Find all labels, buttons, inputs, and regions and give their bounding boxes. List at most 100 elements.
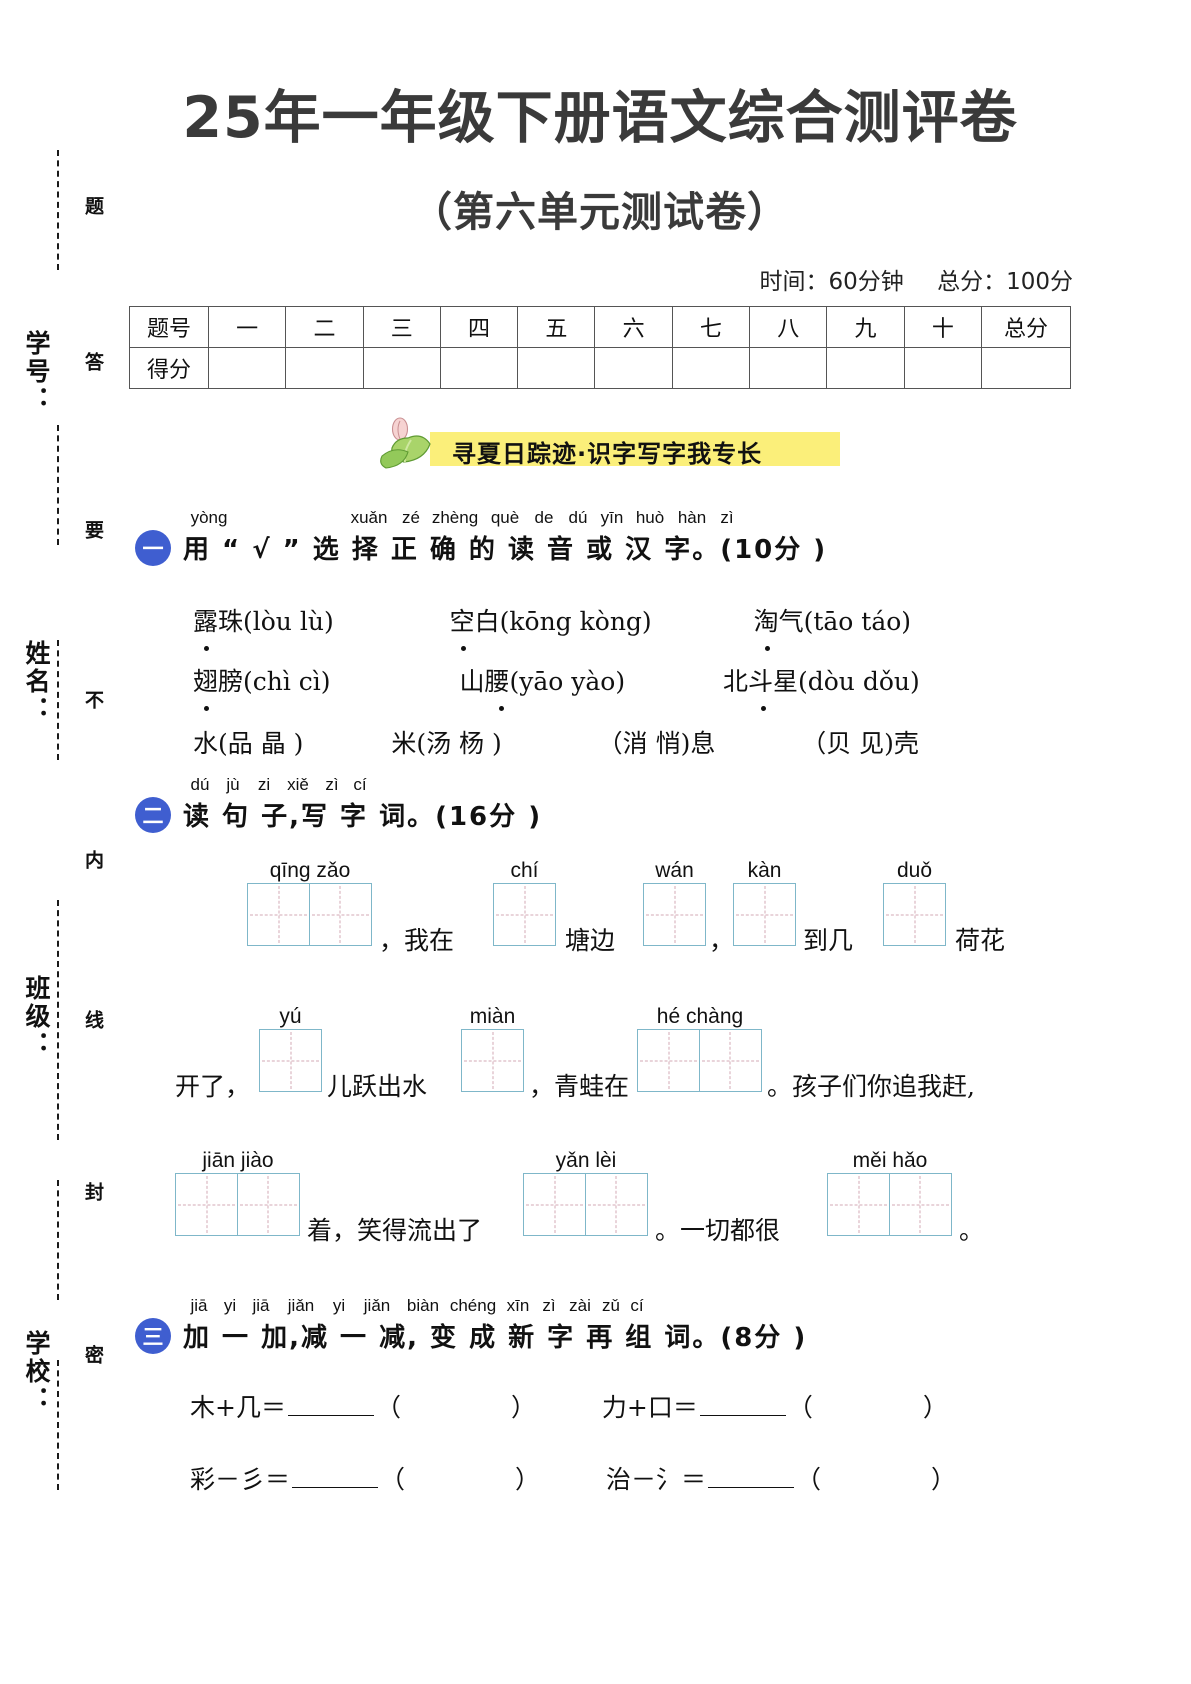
q3-item-2-paren-open: （ [787, 1393, 813, 1422]
q2-l1-boxes-5[interactable] [883, 883, 946, 946]
q2-l1-text-3: ， [709, 926, 735, 955]
margin-label-school: 学校： [22, 1330, 51, 1414]
question-1-row-1: 露珠(lòu lù) 空白(kōng kòng) 淘气(tāo táo) [193, 602, 911, 651]
emphasis-dot [499, 706, 505, 711]
q1-item-9[interactable]: （消 悄)息 [597, 729, 716, 758]
tianzige-cell[interactable] [698, 1029, 762, 1092]
q1-item-3[interactable]: 淘气(tāo táo) [754, 602, 911, 651]
margin-dash-5 [57, 1180, 59, 1300]
q2-l2-text-2: 儿跃出水 [327, 1072, 428, 1101]
question-3-row-1: 木+几＝（） 力+口＝（） [190, 1388, 948, 1424]
q1-item-7[interactable]: 水(品 晶 ) [193, 729, 304, 758]
q2-l2-pinyin-3: hé chàng [656, 1005, 744, 1028]
tianzige-cell[interactable] [733, 883, 796, 946]
question-3-row-2: 彩－彡＝（） 治－氵＝（） [190, 1460, 956, 1496]
tianzige-cell[interactable] [637, 1029, 700, 1092]
q2-l2-boxes-3[interactable] [637, 1029, 762, 1092]
tianzige-cell[interactable] [493, 883, 556, 946]
score-col-1: 一 [207, 306, 287, 348]
margin-seal-char-4: 不 [82, 690, 104, 712]
margin-seal-char-1: 题 [82, 196, 104, 218]
tianzige-cell[interactable] [888, 1173, 952, 1236]
score-col-10: 十 [903, 306, 983, 348]
score-cell-4[interactable] [439, 347, 519, 389]
q3-item-3-blank[interactable] [292, 1486, 379, 1488]
q2-l2-boxes-1[interactable] [259, 1029, 322, 1092]
q2-l2-pinyin-1: yú [279, 1005, 302, 1028]
emphasis-dot [204, 706, 209, 711]
tianzige-cell[interactable] [236, 1173, 300, 1236]
tianzige-cell[interactable] [883, 883, 946, 946]
tianzige-cell[interactable] [643, 883, 706, 946]
q1-item-10[interactable]: （贝 见)壳 [801, 729, 919, 758]
q2-l1-g4: kàn [733, 859, 796, 946]
margin-seal-char-3: 要 [82, 520, 104, 542]
q3-item-2-expr: 力+口＝ [601, 1393, 698, 1422]
q2-l3-g1: jiān jiào [175, 1149, 301, 1236]
score-cell-total[interactable] [981, 347, 1071, 389]
tianzige-cell[interactable] [523, 1173, 586, 1236]
score-col-7: 七 [671, 306, 751, 348]
score-col-6: 六 [594, 306, 673, 348]
q3-item-1-paren-close: ） [510, 1393, 536, 1422]
score-cell-10[interactable] [903, 347, 983, 389]
exam-meta: 时间：60分钟 总分：100分 [760, 262, 1074, 296]
left-margin-strip: 学号： 姓名： 班级： 学校： 题 答 要 不 内 线 封 密 [0, 0, 120, 1684]
q2-l1-boxes-1[interactable] [247, 883, 372, 946]
q3-item-4-expr: 治－氵＝ [605, 1465, 706, 1494]
q2-l1-g2: chí [493, 859, 556, 946]
q2-l1-g3: wán [643, 859, 706, 946]
q1-item-1[interactable]: 露珠(lòu lù) [193, 602, 334, 651]
q3-item-1-paren-open: （ [375, 1393, 401, 1422]
q1-item-8[interactable]: 米(汤 杨 ) [391, 729, 502, 758]
question-1-row-2: 翅膀(chì cì) 山腰(yāo yào) 北斗星(dòu dǒu) [193, 662, 920, 711]
tianzige-cell[interactable] [308, 883, 372, 946]
emphasis-dot [460, 646, 466, 651]
tianzige-cell[interactable] [461, 1029, 524, 1092]
tianzige-cell[interactable] [175, 1173, 238, 1236]
q2-l1-boxes-4[interactable] [733, 883, 796, 946]
score-cell-8[interactable] [749, 347, 828, 389]
q2-l2-g2: miàn [461, 1005, 524, 1092]
q3-item-2-paren-close: ） [922, 1393, 948, 1422]
q3-item-2-blank[interactable] [699, 1414, 786, 1416]
q2-l3-boxes-3[interactable] [827, 1173, 952, 1236]
q2-l1-text-5: 荷花 [955, 926, 1006, 955]
q2-l2-text-3: ，青蛙在 [529, 1072, 630, 1101]
q2-l1-boxes-2[interactable] [493, 883, 556, 946]
q2-l3-boxes-2[interactable] [523, 1173, 648, 1236]
score-col-2: 二 [285, 306, 364, 348]
margin-seal-char-8: 密 [82, 1345, 104, 1367]
tianzige-cell[interactable] [827, 1173, 890, 1236]
tianzige-cell[interactable] [259, 1029, 322, 1092]
score-col-5: 五 [517, 306, 596, 348]
score-row-label-score: 得分 [129, 347, 209, 389]
q2-l2-boxes-2[interactable] [461, 1029, 524, 1092]
margin-label-student-id: 学号： [22, 330, 51, 414]
score-cell-3[interactable] [362, 347, 441, 389]
tianzige-cell[interactable] [584, 1173, 648, 1236]
score-cell-7[interactable] [671, 347, 751, 389]
score-cell-1[interactable] [207, 347, 287, 389]
q2-l3-boxes-1[interactable] [175, 1173, 300, 1236]
q1-item-5[interactable]: 山腰(yāo yào) [459, 662, 625, 711]
banner-highlight [430, 432, 840, 466]
score-cell-2[interactable] [285, 347, 364, 389]
q2-l1-boxes-3[interactable] [643, 883, 706, 946]
q3-item-4-blank[interactable] [707, 1486, 794, 1488]
tianzige-cell[interactable] [247, 883, 310, 946]
score-cell-9[interactable] [826, 347, 905, 389]
q1-item-4[interactable]: 翅膀(chì cì) [193, 662, 331, 711]
score-cell-5[interactable] [517, 347, 596, 389]
q3-item-1-blank[interactable] [287, 1414, 374, 1416]
q2-l1-text-4: 到几 [803, 926, 854, 955]
score-cell-6[interactable] [594, 347, 673, 389]
question-1-row-3: 水(品 晶 ) 米(汤 杨 ) （消 悄)息 （贝 见)壳 [193, 724, 919, 760]
q1-item-2[interactable]: 空白(kōng kòng) [450, 602, 652, 651]
q2-l3-g2: yǎn lèi [523, 1149, 649, 1236]
banner-title: 寻夏日踪迹·识字写字我专长 [452, 440, 763, 468]
q1-item-6[interactable]: 北斗星(dòu dǒu) [723, 662, 920, 711]
